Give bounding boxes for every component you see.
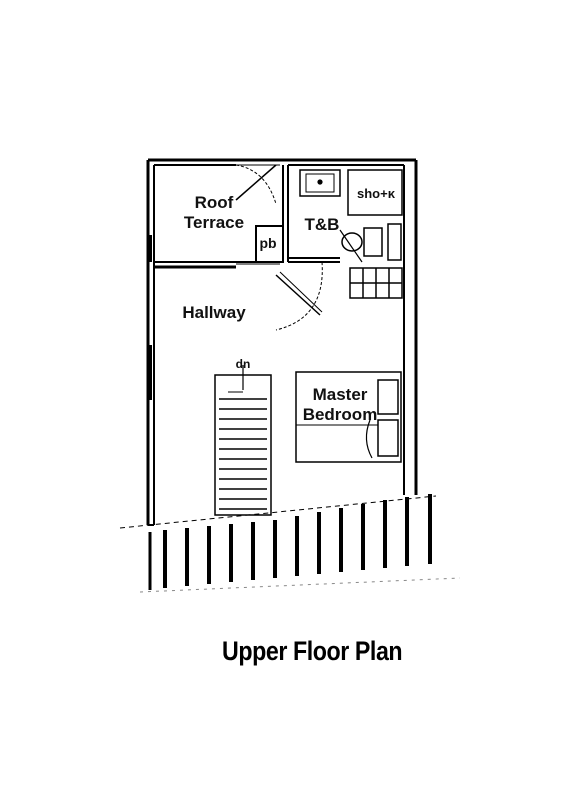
- plan-title: Upper Floor Plan: [222, 636, 403, 666]
- stair-direction-label: dn: [236, 357, 251, 371]
- shower-label: sho+κ: [357, 186, 396, 201]
- master-bedroom-label-line2: Bedroom: [303, 405, 378, 424]
- staircase: [214, 365, 272, 516]
- master-bed: [295, 371, 402, 463]
- bathroom-fixtures: [299, 169, 403, 261]
- pb-label: pb: [259, 235, 276, 251]
- exterior-walls: [146, 158, 418, 526]
- interior-walls: [154, 164, 405, 269]
- master-bedroom-label-line1: Master: [313, 385, 368, 404]
- roof-terrace-label-line2: Terrace: [184, 213, 244, 232]
- balcony-railing: [148, 494, 432, 590]
- doors: [148, 164, 363, 400]
- roof-terrace-label-line1: Roof: [195, 193, 234, 212]
- hallway-label: Hallway: [182, 303, 246, 322]
- tb-label: T&B: [305, 215, 340, 234]
- cabinet-grid: [349, 267, 403, 299]
